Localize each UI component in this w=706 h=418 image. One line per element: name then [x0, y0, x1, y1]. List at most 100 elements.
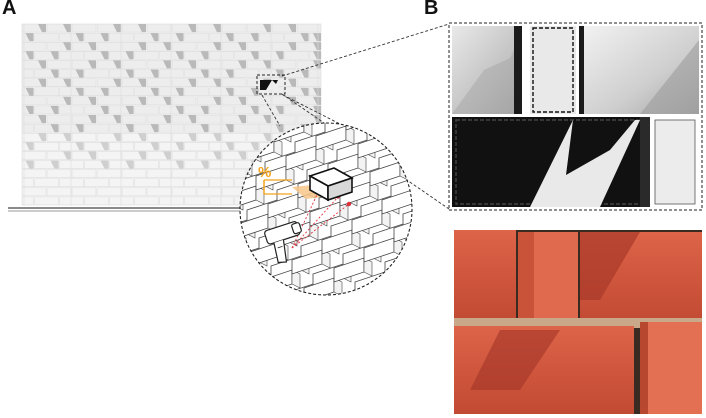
wall-brick: [421, 156, 451, 180]
facade-brick: [34, 32, 59, 42]
facade-brick-shadow: [75, 142, 84, 151]
facade-brick-shadow: [125, 51, 134, 60]
facade-brick-shadow: [213, 151, 221, 160]
wall-brick: [208, 234, 238, 258]
facade-brick-shadow: [125, 105, 134, 114]
wall-brick: [334, 78, 364, 102]
facade-brick-shadow: [75, 87, 84, 96]
facade-brick-shadow: [313, 33, 321, 42]
facade-brick: [96, 169, 122, 178]
wall-brick-side: [406, 86, 414, 104]
facade-brick-shadow: [113, 60, 121, 69]
facade-brick-shadow: [138, 133, 146, 142]
facade-brick: [109, 178, 134, 188]
facade-brick-shadow: [88, 60, 96, 69]
wall-brick-side: [253, 324, 261, 342]
wall-brick-side: [196, 226, 204, 244]
wall-brick-side: [424, 38, 432, 56]
wall-brick: [211, 296, 241, 320]
facade-brick: [171, 169, 197, 178]
wall-brick: [190, 282, 220, 306]
wall-brick-side: [385, 92, 393, 110]
facade-brick-shadow: [313, 51, 321, 60]
facade-brick: [209, 51, 234, 60]
facade-brick-shadow: [63, 151, 71, 160]
wall-brick-side: [411, 189, 412, 209]
facade-brick-shadow: [175, 33, 184, 42]
facade-brick-shadow: [150, 142, 159, 151]
facade-brick-shadow: [225, 142, 234, 151]
facade-brick-shadow: [313, 96, 321, 105]
facade-brick: [196, 187, 222, 197]
wall-brick-side: [375, 123, 385, 125]
facade-brick: [146, 169, 172, 178]
wall-brick-side: [217, 240, 225, 258]
facade-brick: [121, 60, 147, 69]
facade-brick-shadow: [125, 69, 134, 78]
facade-brick: [34, 142, 59, 151]
facade-brick: [146, 23, 172, 33]
wall-brick: [370, 0, 400, 6]
facade-brick-shadow: [25, 142, 34, 151]
facade-brick: [134, 105, 159, 115]
wall-brick-side: [394, 58, 402, 76]
facade-brick-shadow: [50, 105, 59, 114]
facade-brick-shadow: [88, 115, 96, 124]
facade-brick: [134, 196, 159, 206]
facade-brick-shadow: [175, 160, 184, 169]
detail-block-bottom-left: [452, 117, 650, 207]
facade-brick: [46, 187, 72, 197]
facade-brick: [109, 32, 134, 42]
facade-brick-shadow: [263, 24, 271, 33]
facade-brick-shadow: [163, 42, 171, 51]
facade-brick-shadow: [313, 60, 321, 69]
facade-brick-shadow: [63, 78, 71, 87]
wall-brick: [166, 226, 196, 250]
facade-brick: [221, 78, 247, 87]
wall-brick: [214, 338, 244, 362]
wall-brick: [381, 189, 412, 215]
wall-brick: [324, 291, 356, 295]
facade-brick-shadow: [38, 60, 46, 69]
wall-brick: [406, 66, 436, 90]
facade-brick-shadow: [63, 42, 71, 51]
facade-brick: [184, 32, 209, 42]
facade-brick-shadow: [150, 87, 159, 96]
wall-brick: [403, 24, 433, 48]
wall-brick-side: [331, 56, 339, 74]
facade-brick: [296, 23, 322, 33]
laser-thermometer-icon: [264, 221, 302, 264]
facade-brick: [59, 196, 84, 206]
facade-brick-shadow: [63, 96, 71, 105]
brick-photo: [454, 230, 702, 414]
facade-brick-shadow: [50, 69, 59, 78]
wall-brick-side: [430, 142, 438, 160]
facade-brick: [196, 169, 222, 178]
facade-brick-shadow: [213, 133, 221, 142]
facade-brick: [146, 132, 172, 142]
wall-brick-side: [343, 84, 351, 102]
facade-brick: [246, 41, 272, 51]
facade-brick-shadow: [100, 51, 109, 60]
facade-brick: [234, 123, 259, 133]
facade-brick: [96, 96, 122, 106]
facade-brick: [209, 178, 234, 188]
facade-brick-shadow: [100, 160, 109, 169]
wall-brick: [355, 92, 385, 116]
facade-brick: [109, 87, 134, 97]
wall-brick-side: [418, 114, 426, 132]
facade-brick: [171, 187, 197, 197]
facade-brick-shadow: [150, 69, 159, 78]
detail-block-bottom-right: [651, 117, 699, 207]
facade-brick-shadow: [225, 87, 234, 96]
wall-brick: [244, 318, 274, 342]
facade-brick-shadow: [238, 42, 246, 51]
wall-brick-side: [334, 98, 342, 116]
facade-brick-shadow: [288, 78, 296, 87]
facade-brick: [109, 142, 134, 151]
photo-mortar-band: [454, 318, 702, 328]
wall-brick: [175, 212, 205, 236]
facade-brick: [196, 114, 222, 124]
wall-brick-side: [340, 22, 348, 40]
facade-brick-shadow: [113, 78, 121, 87]
